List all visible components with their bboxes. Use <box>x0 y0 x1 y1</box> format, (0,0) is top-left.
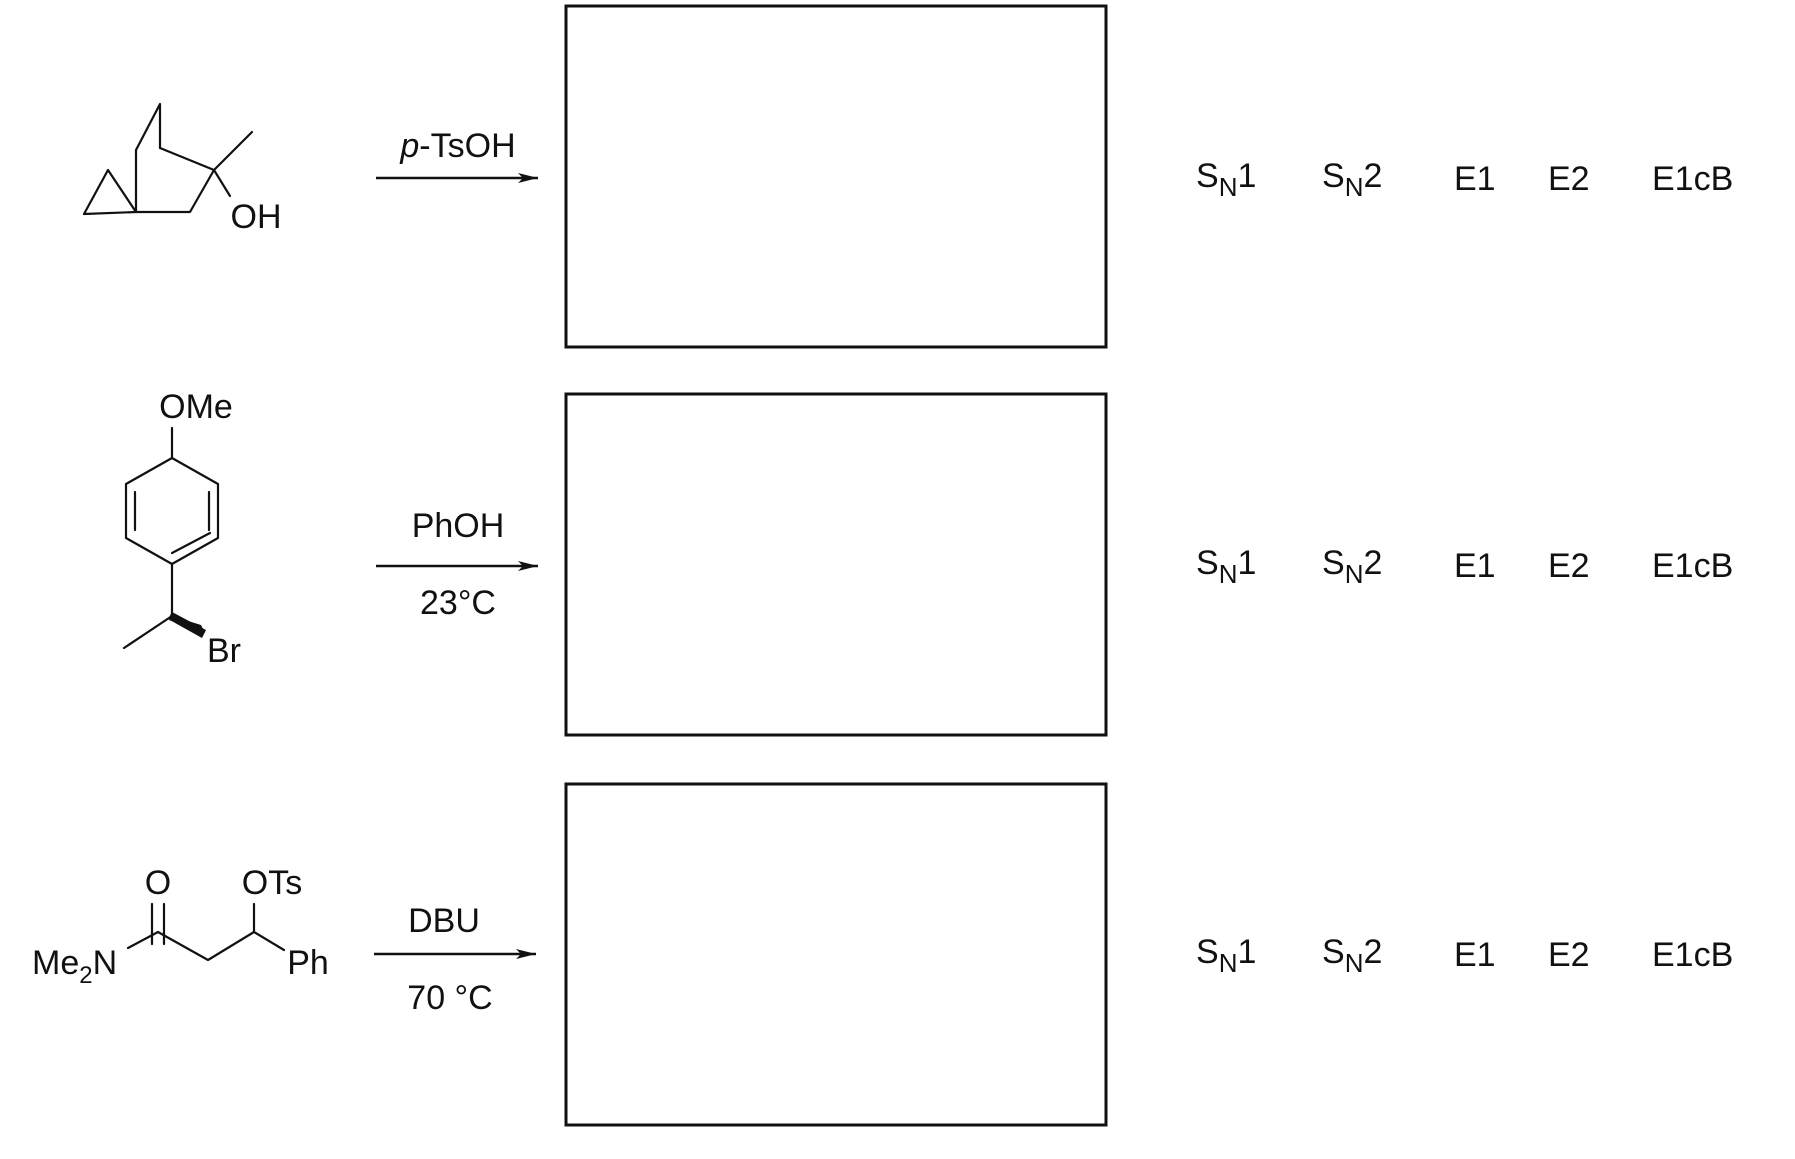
mechanism-option-sn2[interactable]: SN2 <box>1322 544 1382 589</box>
mechanism-options-3: SN1 SN2 E1 E2 E1cB <box>1196 933 1733 978</box>
mechanism-option-e2[interactable]: E2 <box>1548 547 1590 585</box>
hydroxyl-label: OH <box>231 198 282 236</box>
product-answer-box-3[interactable] <box>564 782 1108 1127</box>
reagent-2-below: 23°C <box>420 584 496 622</box>
mechanism-option-e1[interactable]: E1 <box>1454 936 1496 974</box>
mechanism-option-sn1[interactable]: SN1 <box>1196 544 1256 589</box>
reaction-3: O OTs Me2N Ph DBU 70 °C SN1 SN2 E1 E2 E1… <box>32 782 1733 1127</box>
mechanism-option-sn1[interactable]: SN1 <box>1196 933 1256 978</box>
bromo-label: Br <box>207 632 241 670</box>
reaction-arrow-1: p-TsOH <box>376 127 538 183</box>
carbonyl-oxygen-label: O <box>145 864 171 902</box>
reagent-1-above: p-TsOH <box>399 127 515 165</box>
tosylate-label: OTs <box>242 864 302 902</box>
mechanism-option-sn2[interactable]: SN2 <box>1322 933 1382 978</box>
reaction-2: OMe Br PhOH 23°C SN1 SN2 E1 E2 E1cB <box>122 388 1733 737</box>
mechanism-option-e1cb[interactable]: E1cB <box>1652 936 1733 974</box>
reagent-3-above: DBU <box>408 902 480 940</box>
dimethylamino-label: Me2N <box>32 944 117 989</box>
phenyl-label: Ph <box>287 944 329 982</box>
mechanism-option-sn2[interactable]: SN2 <box>1322 157 1382 202</box>
methoxy-label: OMe <box>159 388 233 426</box>
mechanism-option-e1[interactable]: E1 <box>1454 160 1496 198</box>
product-answer-box-2[interactable] <box>564 392 1108 737</box>
reagent-3-below: 70 °C <box>407 979 492 1017</box>
mechanism-options-1: SN1 SN2 E1 E2 E1cB <box>1196 157 1733 202</box>
reaction-arrow-2: PhOH 23°C <box>376 507 538 622</box>
mechanism-option-e2[interactable]: E2 <box>1548 936 1590 974</box>
mechanism-option-e1cb[interactable]: E1cB <box>1652 160 1733 198</box>
reaction-arrow-3: DBU 70 °C <box>374 902 536 1017</box>
mechanism-option-e1cb[interactable]: E1cB <box>1652 547 1733 585</box>
product-answer-box-1[interactable] <box>564 4 1108 349</box>
mechanism-option-e2[interactable]: E2 <box>1548 160 1590 198</box>
mechanism-option-e1[interactable]: E1 <box>1454 547 1496 585</box>
reactant-1-bicyclooctanol: OH <box>82 102 282 236</box>
reactant-3-dimethylamide-tosylate: O OTs Me2N Ph <box>32 864 329 989</box>
reaction-1: OH p-TsOH SN1 SN2 E1 E2 E1cB <box>82 4 1733 349</box>
reactant-2-methoxyphenylethyl-bromide: OMe Br <box>122 388 241 670</box>
mechanism-options-2: SN1 SN2 E1 E2 E1cB <box>1196 544 1733 589</box>
reagent-2-above: PhOH <box>412 507 505 545</box>
mechanism-option-sn1[interactable]: SN1 <box>1196 157 1256 202</box>
